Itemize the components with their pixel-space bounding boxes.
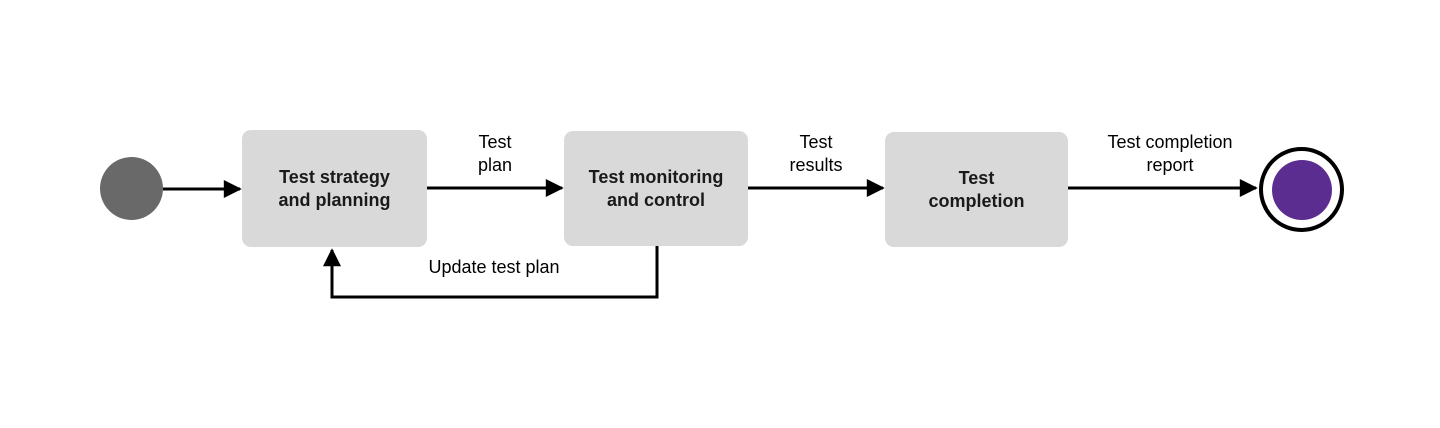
edge-monitoring-to-strategy-feedback-loop [323,246,659,299]
start-node [100,157,163,220]
end-node-inner-circle [1271,159,1332,220]
activity-label: Test monitoring and control [588,166,724,210]
end-node [1259,147,1344,232]
edge-label-update-test-plan: Update test plan [428,257,560,277]
activity-test-strategy-and-planning: Test strategy and planning [242,130,427,247]
edge-label-test-completion-report: Test completion report [1107,132,1233,175]
activity-test-monitoring-and-control: Test monitoring and control [564,131,748,246]
edge-label-test-plan: Test plan [477,132,513,175]
activity-label: Test strategy and planning [278,166,391,210]
activity-test-completion: Test completion [885,132,1068,247]
activity-label: Test completion [928,167,1025,211]
edge-label-test-results: Test results [789,132,843,175]
